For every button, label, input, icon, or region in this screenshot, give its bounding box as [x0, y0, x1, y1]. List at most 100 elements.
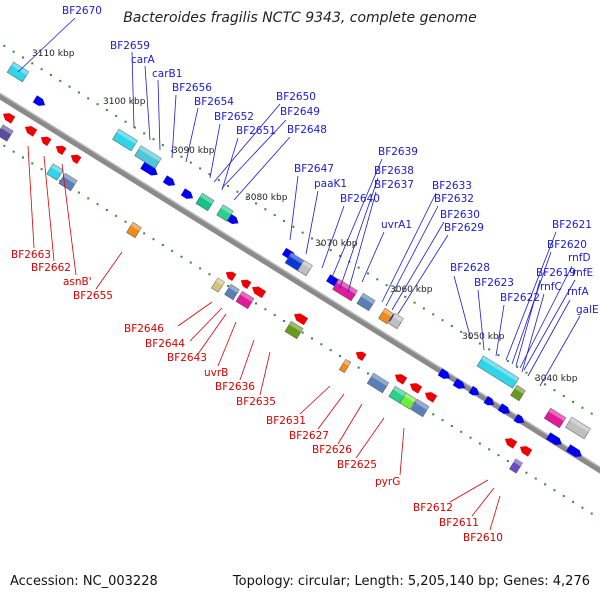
label-fwd-BF2623[interactable]: BF2623: [474, 277, 514, 289]
label-fwd-rnfC[interactable]: rnfC: [540, 281, 562, 293]
label-fwd-BF2619[interactable]: BF2619: [536, 267, 576, 279]
label-fwd-BF2621[interactable]: BF2621: [552, 219, 592, 231]
label-fwd-BF2649[interactable]: BF2649: [280, 106, 320, 118]
tick-dot-outer: [77, 91, 80, 94]
label-fwd-carB1[interactable]: carB1: [152, 68, 183, 80]
tick-dot-outer: [3, 44, 6, 47]
leader-reverse: [189, 307, 223, 342]
reverse-gene-box: [58, 172, 78, 192]
tick-dot-outer: [301, 231, 304, 234]
tick-dot-inner: [357, 366, 360, 369]
label-rev-BF2635[interactable]: BF2635: [236, 396, 276, 408]
tick-dot-outer: [544, 383, 547, 386]
label-rev-BF2610[interactable]: BF2610: [463, 532, 503, 544]
label-fwd-BF2640[interactable]: BF2640: [340, 193, 380, 205]
label-rev-BF2655[interactable]: BF2655: [73, 290, 113, 302]
label-fwd-BF2620[interactable]: BF2620: [547, 239, 587, 251]
leader-forward: [391, 221, 445, 311]
label-fwd-BF2648[interactable]: BF2648: [287, 124, 327, 136]
label-fwd-BF2670[interactable]: BF2670: [62, 5, 102, 17]
leader-reverse: [399, 427, 405, 476]
label-fwd-BF2630[interactable]: BF2630: [440, 209, 480, 221]
label-fwd-uvrA1[interactable]: uvrA1: [381, 219, 413, 231]
label-fwd-BF2629[interactable]: BF2629: [444, 222, 484, 234]
label-fwd-BF2639[interactable]: BF2639: [378, 146, 418, 158]
tick-dot-inner: [525, 471, 528, 474]
forward-gene-box: [216, 204, 234, 222]
label-rev-BF2627[interactable]: BF2627: [289, 430, 329, 442]
leader-reverse: [337, 403, 363, 445]
tick-dot-outer: [292, 225, 295, 228]
label-rev-BF2644[interactable]: BF2644: [145, 338, 185, 350]
forward-gene-box: [565, 416, 591, 440]
label-rev-asnB[interactable]: asnB': [63, 276, 92, 288]
forward-gene-arrow: [180, 188, 194, 199]
label-fwd-rnfA[interactable]: rnfA: [567, 286, 589, 298]
tick-dot-inner: [469, 436, 472, 439]
reverse-gene-box: [284, 320, 304, 340]
label-rev-BF2612[interactable]: BF2612: [413, 502, 453, 514]
label-fwd-BF2632[interactable]: BF2632: [434, 193, 474, 205]
label-fwd-BF2659[interactable]: BF2659: [110, 40, 150, 52]
accession-label: Accession: NC_003228: [10, 574, 158, 589]
label-rev-BF2663[interactable]: BF2663: [11, 249, 51, 261]
tick-dot-outer: [469, 336, 472, 339]
reverse-gene-arrow: [294, 313, 309, 326]
forward-gene-arrow: [566, 444, 582, 457]
label-fwd-rnfD[interactable]: rnfD: [568, 252, 591, 264]
tick-dot-inner: [227, 284, 230, 287]
tick-dot-inner: [124, 220, 127, 223]
label-fwd-BF2654[interactable]: BF2654: [194, 96, 234, 108]
label-fwd-BF2622[interactable]: BF2622: [500, 292, 540, 304]
tick-dot-outer: [152, 138, 155, 141]
leader-forward: [511, 251, 552, 365]
label-fwd-carA[interactable]: carA: [131, 54, 155, 66]
tick-dot-outer: [31, 62, 34, 65]
tick-dot-outer: [124, 120, 127, 123]
label-rev-BF2643[interactable]: BF2643: [167, 352, 207, 364]
tick-dot-inner: [12, 150, 15, 153]
label-fwd-galE[interactable]: galE: [576, 304, 599, 316]
leader-reverse: [61, 163, 77, 276]
label-fwd-BF2637[interactable]: BF2637: [374, 179, 414, 191]
tick-dot-outer: [553, 389, 556, 392]
label-fwd-BF2633[interactable]: BF2633: [432, 180, 472, 192]
forward-gene-box: [510, 384, 526, 402]
label-rev-BF2631[interactable]: BF2631: [266, 415, 306, 427]
label-fwd-BF2647[interactable]: BF2647: [294, 163, 334, 175]
forward-gene-box: [388, 312, 404, 330]
label-fwd-BF2638[interactable]: BF2638: [374, 165, 414, 177]
tick-dot-outer: [143, 132, 146, 135]
label-fwd-rnfE[interactable]: rnfE: [572, 267, 594, 279]
tick-dot-outer: [189, 161, 192, 164]
leader-forward: [381, 192, 437, 303]
label-fwd-BF2656[interactable]: BF2656: [172, 82, 212, 94]
tick-dot-outer: [525, 371, 528, 374]
tick-dot-outer: [180, 155, 183, 158]
reverse-gene-arrow: [55, 145, 67, 156]
label-rev-BF2626[interactable]: BF2626: [312, 444, 352, 456]
label-fwd-BF2652[interactable]: BF2652: [214, 111, 254, 123]
label-fwd-BF2651[interactable]: BF2651: [236, 125, 276, 137]
label-rev-BF2611[interactable]: BF2611: [439, 517, 479, 529]
tick-dot-outer: [227, 184, 230, 187]
reverse-gene-box: [224, 283, 240, 301]
label-rev-BF2646[interactable]: BF2646: [124, 323, 164, 335]
tick-dot-outer: [506, 360, 509, 363]
label-fwd-paaK1[interactable]: paaK1: [314, 178, 348, 190]
tick-dot-inner: [311, 337, 314, 340]
tick-dot-inner: [40, 168, 43, 171]
label-rev-pyrG[interactable]: pyrG: [375, 476, 401, 488]
label-rev-BF2625[interactable]: BF2625: [337, 459, 377, 471]
label-rev-BF2636[interactable]: BF2636: [215, 381, 255, 393]
label-leaders: [17, 17, 581, 531]
tick-marks: [3, 44, 593, 515]
label-fwd-BF2628[interactable]: BF2628: [450, 262, 490, 274]
tick-dot-outer: [12, 50, 15, 53]
tick-dot-inner: [115, 214, 118, 217]
label-fwd-BF2650[interactable]: BF2650: [276, 91, 316, 103]
label-rev-uvrB[interactable]: uvrB: [204, 367, 229, 379]
leader-forward: [361, 231, 385, 283]
label-rev-BF2662[interactable]: BF2662: [31, 262, 71, 274]
tick-dot-outer: [404, 295, 407, 298]
